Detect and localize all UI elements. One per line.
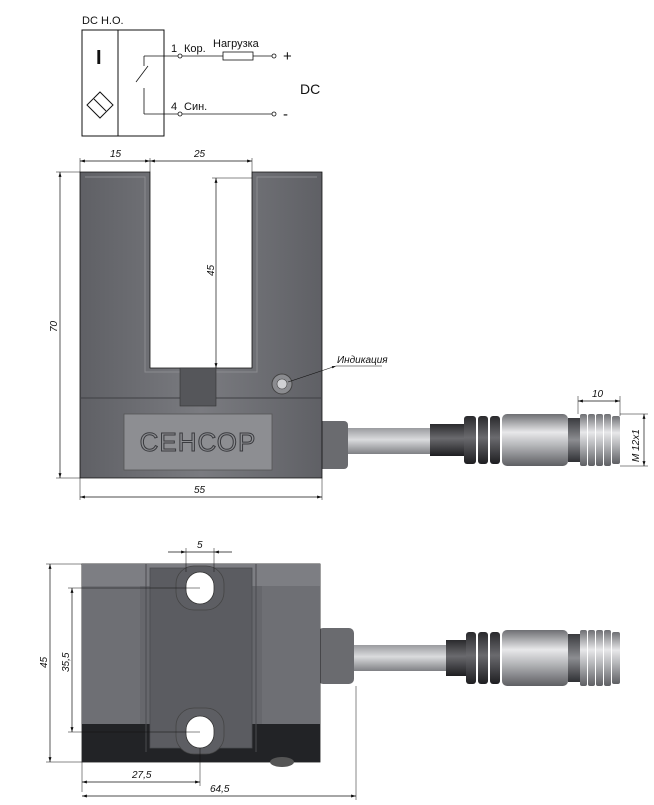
dim-arm-width: 15 bbox=[110, 149, 122, 160]
emitter-window bbox=[179, 367, 217, 407]
m12-connector-icon-bottom bbox=[446, 630, 620, 686]
indicator-label: Индикация bbox=[337, 355, 388, 366]
minus-terminal: - bbox=[283, 106, 288, 123]
supply-label: DC bbox=[300, 81, 320, 97]
label-plate bbox=[123, 413, 273, 471]
brand-label: СЕНСОР bbox=[140, 427, 257, 457]
dim-offset: 27,5 bbox=[131, 770, 152, 781]
load-label: Нагрузка bbox=[213, 38, 260, 50]
dim-slot-width: 25 bbox=[193, 149, 206, 160]
indicator-bump bbox=[270, 757, 294, 767]
pin4-label: Син. bbox=[184, 101, 207, 113]
m12-connector-icon bbox=[430, 414, 620, 466]
dim-width: 55 bbox=[194, 485, 206, 496]
load-resistor-icon bbox=[222, 51, 254, 61]
pin4-number: 4 bbox=[171, 101, 177, 113]
inductive-sensor-icon bbox=[86, 91, 114, 119]
dim-bottom-height: 45 bbox=[39, 656, 50, 668]
dim-total-length: 64,5 bbox=[210, 784, 230, 795]
dim-thread: M 12x1 bbox=[631, 429, 642, 462]
mounting-slot-bottom bbox=[175, 707, 225, 755]
cable bbox=[318, 421, 430, 469]
schematic-title: DC Н.О. bbox=[82, 15, 124, 27]
dim-height: 70 bbox=[49, 320, 60, 332]
pin1-number: 1 bbox=[171, 43, 177, 55]
bottom-view: 5 45 35,5 27,5 64,5 bbox=[39, 540, 620, 800]
plus-terminal: + bbox=[283, 48, 292, 65]
indicator-led-icon bbox=[271, 373, 293, 395]
dim-slot: 5 bbox=[197, 540, 203, 551]
wiring-schematic: DC Н.О. I 1 Кор. 4 Син. Нагрузка + - bbox=[81, 15, 320, 137]
dim-hole-spacing: 35,5 bbox=[61, 652, 72, 672]
dim-slot-depth: 45 bbox=[206, 264, 217, 276]
dim-connector-len: 10 bbox=[592, 389, 604, 400]
front-view: СЕНСОР Индикация 15 25 45 70 55 bbox=[49, 149, 648, 500]
pin1-label: Кор. bbox=[184, 43, 206, 55]
sensor-box bbox=[81, 29, 165, 137]
sensor-symbol: I bbox=[96, 47, 102, 69]
switch-contact-icon bbox=[135, 55, 178, 115]
